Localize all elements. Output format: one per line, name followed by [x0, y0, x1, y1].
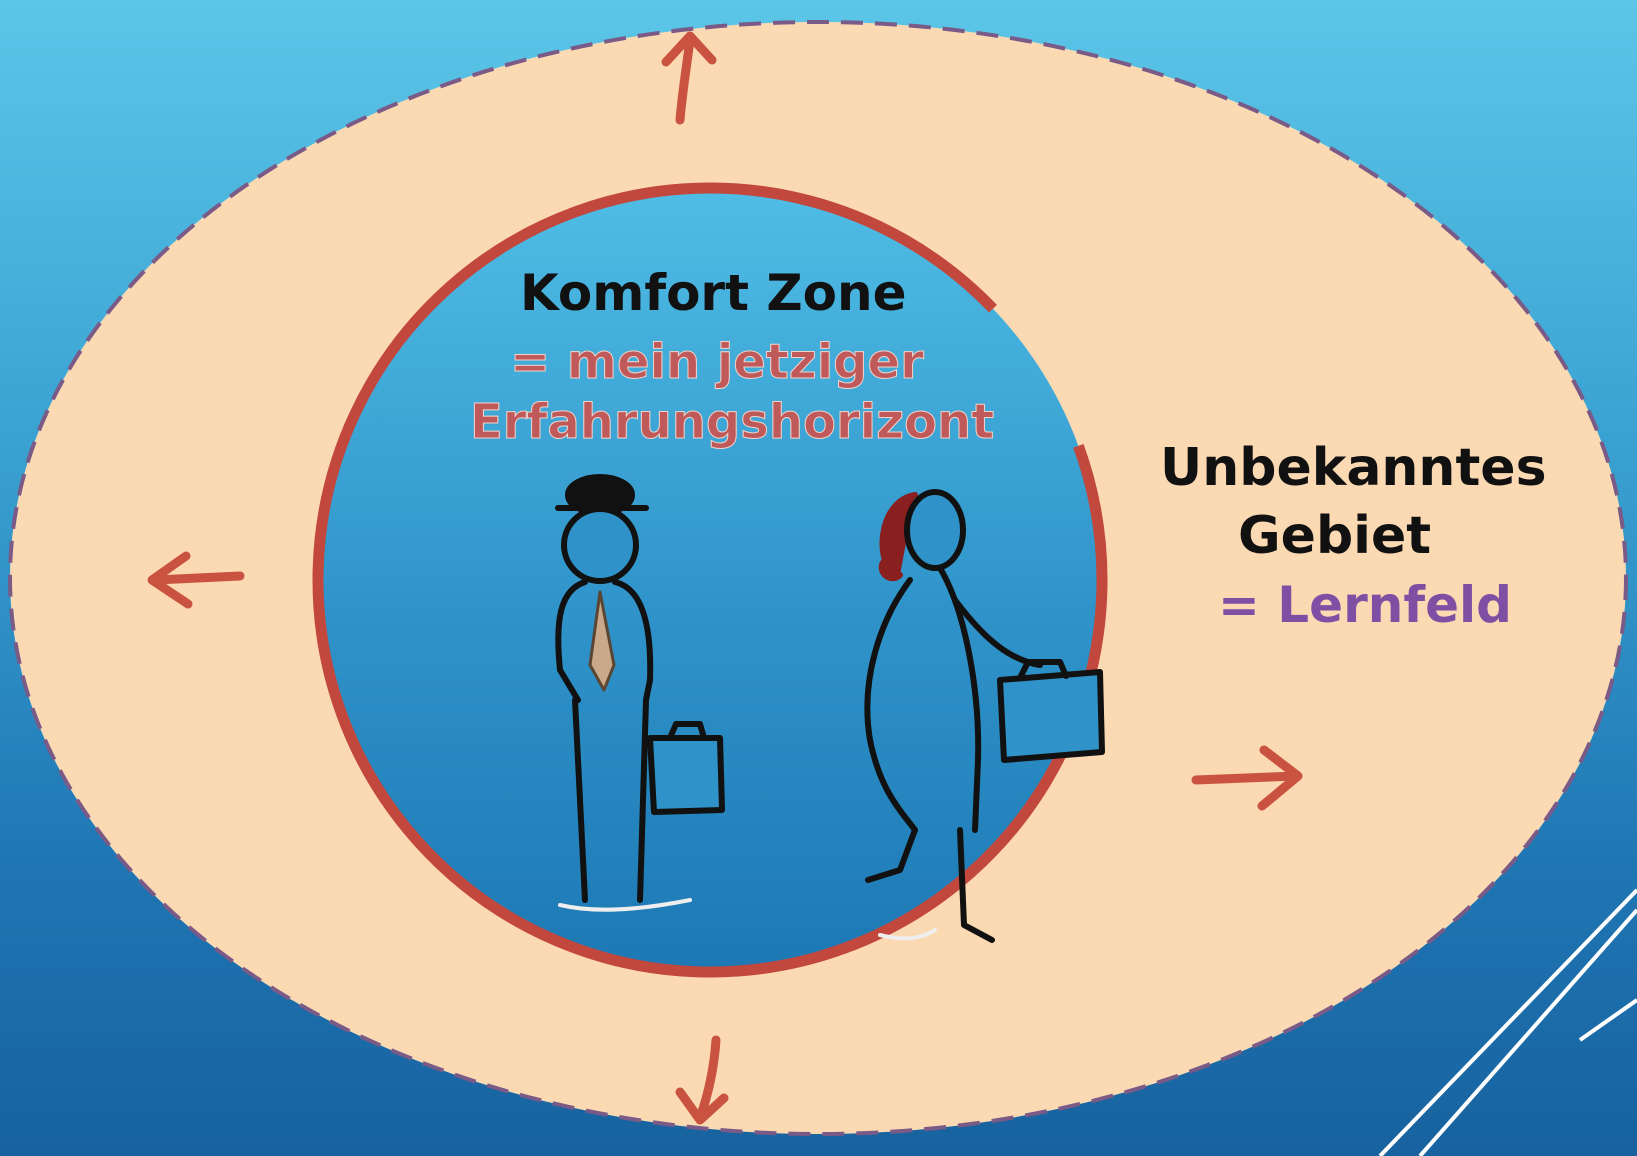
unknown-territory-subtitle: Gebiet	[1238, 510, 1431, 562]
comfort-zone-subtitle-line2: Erfahrungshorizont	[470, 398, 994, 446]
comfort-zone-title: Komfort Zone	[520, 268, 907, 318]
learning-field-label: = Lernfeld	[1218, 580, 1512, 630]
comfort-zone-subtitle-line1: = mein jetziger	[510, 338, 924, 386]
unknown-territory-title: Unbekanntes	[1160, 442, 1547, 494]
